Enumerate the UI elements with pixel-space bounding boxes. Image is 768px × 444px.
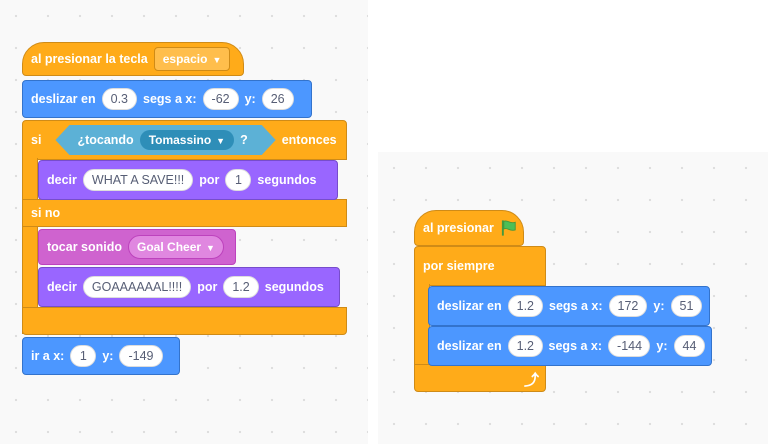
key-dropdown[interactable]: espacio ▼	[153, 47, 231, 71]
when-key-pressed-block[interactable]: al presionar la tecla espacio ▼	[22, 27, 244, 76]
glide-y-label: y:	[244, 92, 256, 106]
sound-dropdown[interactable]: Goal Cheer ▼	[128, 235, 224, 259]
say-text-input[interactable]: GOAAAAAAL!!!!	[82, 276, 192, 298]
script-area-right[interactable]: al presionar por siempre ⤴ deslizar en 1…	[378, 152, 768, 444]
go-to-xy-block[interactable]: ir a x: 1 y: -149	[22, 337, 180, 375]
if-else-block[interactable]: si ¿tocando Tomassino ▼ ? entonces si no	[22, 120, 347, 335]
forever-block[interactable]: por siempre ⤴	[414, 246, 546, 392]
glide-block[interactable]: deslizar en 0.3 segs a x: -62 y: 26	[22, 80, 312, 118]
if-label: si	[31, 133, 42, 147]
script-area-left[interactable]: al presionar la tecla espacio ▼ deslizar …	[0, 0, 368, 444]
touching-label: ¿tocando	[77, 133, 134, 147]
glide-x-input[interactable]: -62	[202, 88, 239, 110]
caret-down-icon: ▼	[206, 243, 215, 253]
glide-block[interactable]: deslizar en 1.2 segs a x: 172 y: 51	[428, 286, 710, 326]
glide-y-label: y:	[656, 339, 668, 353]
glide-y-input[interactable]: 51	[670, 295, 703, 317]
say-block[interactable]: decir GOAAAAAAL!!!! por 1.2 segundos	[38, 267, 340, 307]
forever-header[interactable]: por siempre	[414, 246, 546, 286]
say-label: decir	[47, 280, 77, 294]
goto-label: ir a x:	[31, 349, 65, 363]
say-secs-input[interactable]: 1	[225, 169, 252, 191]
glide-secs-input[interactable]: 1.2	[507, 335, 543, 357]
play-sound-label: tocar sonido	[47, 240, 123, 254]
if-else-footer	[22, 307, 347, 335]
glide-block[interactable]: deslizar en 1.2 segs a x: -144 y: 44	[428, 326, 712, 366]
say-for-label: por	[199, 173, 220, 187]
glide-label: deslizar en	[437, 339, 502, 353]
goto-x-input[interactable]: 1	[70, 345, 97, 367]
glide-to-x-label: segs a x:	[143, 92, 197, 106]
glide-to-x-label: segs a x:	[548, 339, 603, 353]
when-key-label: al presionar la tecla	[31, 52, 148, 66]
say-label: decir	[47, 173, 77, 187]
touching-target-dropdown[interactable]: Tomassino ▼	[140, 130, 234, 150]
touching-condition[interactable]: ¿tocando Tomassino ▼ ?	[55, 125, 275, 155]
else-header[interactable]: si no	[22, 199, 347, 227]
glide-label: deslizar en	[437, 299, 502, 313]
say-unit-label: segundos	[257, 173, 317, 187]
then-label: entonces	[281, 133, 337, 147]
say-unit-label: segundos	[264, 280, 324, 294]
when-flag-label: al presionar	[423, 221, 494, 235]
glide-label: deslizar en	[31, 92, 96, 106]
forever-footer	[414, 364, 546, 392]
glide-y-input[interactable]: 26	[261, 88, 294, 110]
glide-to-x-label: segs a x:	[549, 299, 603, 313]
glide-y-input[interactable]: 44	[673, 335, 706, 357]
key-value: espacio	[162, 52, 208, 66]
goto-y-input[interactable]: -149	[119, 345, 163, 367]
play-sound-block[interactable]: tocar sonido Goal Cheer ▼	[38, 229, 236, 265]
else-label: si no	[31, 206, 61, 220]
say-block[interactable]: decir WHAT A SAVE!!! por 1 segundos	[38, 160, 338, 200]
glide-x-input[interactable]: 172	[608, 295, 648, 317]
glide-y-label: y:	[653, 299, 665, 313]
caret-down-icon: ▼	[216, 136, 226, 146]
touching-target: Tomassino	[148, 133, 212, 147]
if-header[interactable]: si ¿tocando Tomassino ▼ ? entonces	[22, 120, 347, 160]
glide-x-input[interactable]: -144	[608, 335, 651, 357]
forever-label: por siempre	[423, 259, 495, 273]
caret-down-icon: ▼	[212, 55, 222, 65]
glide-secs-input[interactable]: 0.3	[101, 88, 138, 110]
when-flag-clicked-block[interactable]: al presionar	[414, 195, 524, 246]
glide-secs-input[interactable]: 1.2	[507, 295, 544, 317]
loop-arrow-icon: ⤴	[524, 372, 540, 389]
say-text-input[interactable]: WHAT A SAVE!!!	[82, 169, 194, 191]
say-secs-input[interactable]: 1.2	[223, 276, 259, 298]
say-for-label: por	[197, 280, 218, 294]
green-flag-icon	[501, 220, 516, 236]
goto-y-label: y:	[102, 349, 114, 363]
sound-name: Goal Cheer	[137, 240, 202, 254]
question-mark: ?	[240, 133, 248, 147]
